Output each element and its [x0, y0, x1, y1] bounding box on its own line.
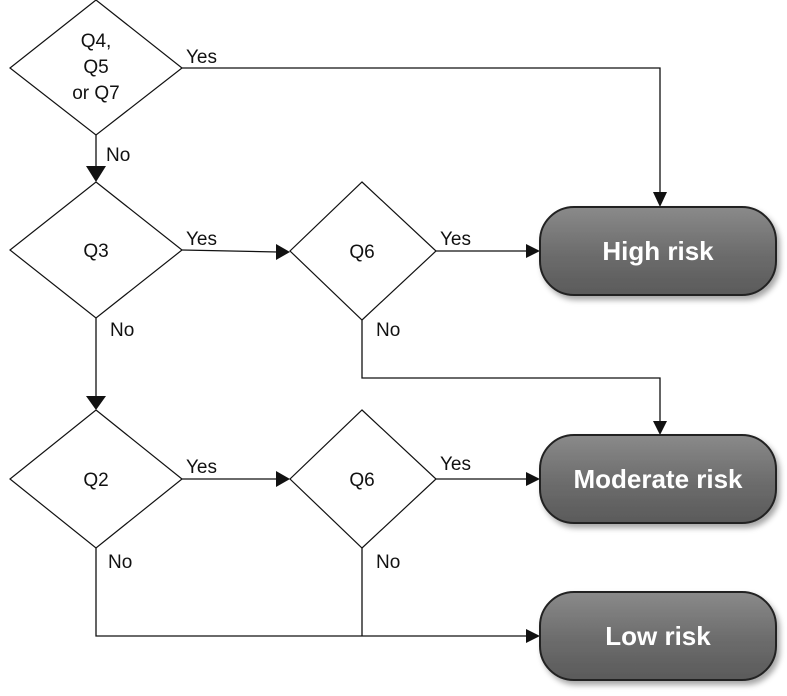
arrowhead-into-low [526, 629, 540, 643]
edge-d4-no-to-low [95, 548, 528, 637]
arrowhead-into-d3 [276, 244, 290, 260]
edge-label-d5-yes: Yes [440, 454, 471, 475]
outcome-box [539, 206, 777, 296]
edge-label-d4-no: No [108, 552, 132, 573]
edge-label-d2-no: No [110, 320, 134, 341]
edge-label-d1-yes: Yes [186, 47, 217, 68]
decision-label: Q3 [83, 241, 108, 262]
outcome-box [539, 434, 777, 524]
arrowhead-into-moderate-left [526, 472, 540, 486]
edge-label-d1-no: No [106, 145, 130, 166]
connectors [95, 67, 661, 637]
decision-label-line: or Q7 [72, 83, 120, 104]
outcome-label-high: High risk [602, 236, 714, 266]
outcome-high-risk [539, 206, 777, 296]
decision-diamond-shape [289, 181, 437, 321]
edge-label-d3-yes: Yes [440, 229, 471, 250]
decision-label-line: Q5 [83, 57, 108, 78]
arrowhead-into-d2 [86, 166, 106, 182]
decision-diamond-shape [9, 181, 183, 319]
outcome-label-moderate: Moderate risk [573, 464, 743, 494]
edge-label-d3-no: No [376, 320, 400, 341]
outcome-moderate-risk [539, 434, 777, 524]
outcome-label-low: Low risk [605, 621, 711, 651]
edge-label-d4-yes: Yes [186, 457, 217, 478]
decision-q4-q5-q7: Q4, Q5 or Q7 [9, 0, 183, 136]
edge-labels: Yes No Yes No Yes No Yes No Yes No [106, 47, 471, 573]
decision-label-line: Q4, [81, 31, 112, 52]
decision-q3: Q3 [9, 181, 183, 319]
edge-d2-yes-to-d3 [181, 249, 279, 253]
edge-label-d5-no: No [376, 552, 400, 573]
decision-diamond-shape [9, 409, 183, 549]
decision-diamond-shape [289, 409, 437, 549]
edge-d1-yes-to-high [182, 67, 661, 196]
decision-q6-lower: Q6 [289, 409, 437, 549]
arrowheads [86, 166, 667, 643]
arrowhead-into-moderate-top [653, 421, 667, 435]
decision-label: Q6 [349, 470, 374, 491]
decision-diamond-shape [9, 0, 183, 136]
outcome-low-risk [539, 591, 777, 681]
outcome-box [539, 591, 777, 681]
decision-q6-upper: Q6 [289, 181, 437, 321]
edge-d3-no-to-moderate [361, 320, 661, 424]
decision-q2: Q2 [9, 409, 183, 549]
arrowhead-into-high-left [526, 244, 540, 258]
arrowhead-into-d5 [276, 471, 290, 487]
edge-label-d2-yes: Yes [186, 229, 217, 250]
arrowhead-into-d4 [86, 396, 106, 410]
arrowhead-into-high-top [653, 192, 667, 207]
decision-label: Q2 [83, 470, 108, 491]
decision-label: Q6 [349, 242, 374, 263]
